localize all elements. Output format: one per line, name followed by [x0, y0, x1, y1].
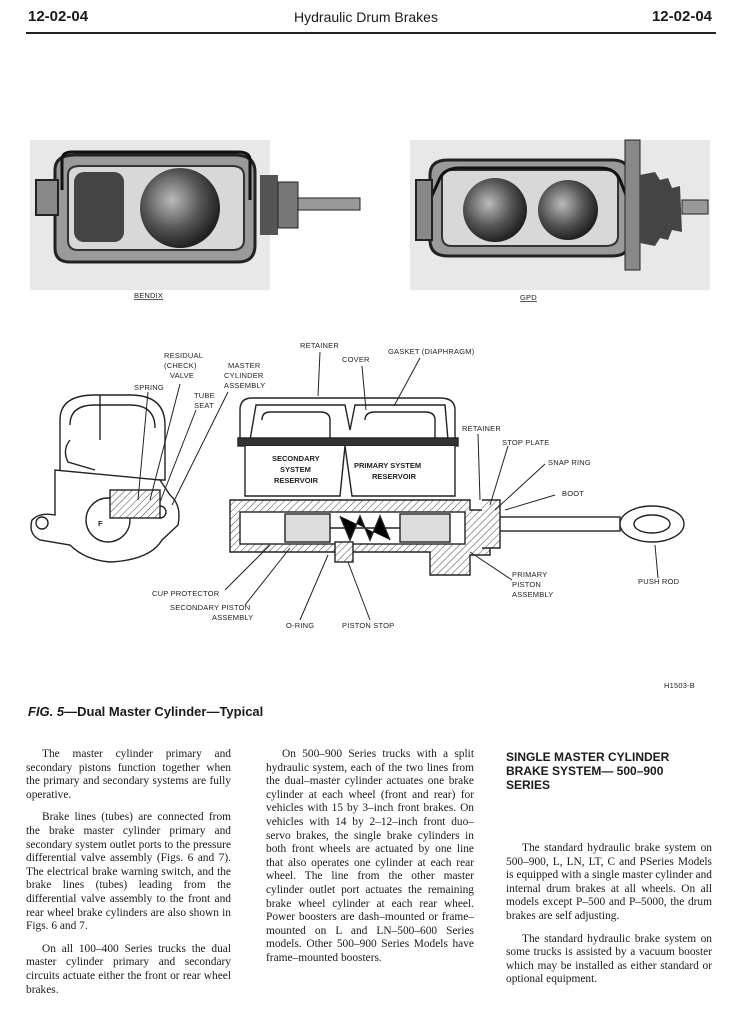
callout-secondary-piston-1: SECONDARY PISTON: [170, 603, 250, 612]
secondary-reservoir-1: SECONDARY: [272, 454, 320, 463]
callout-snap-ring: SNAP RING: [548, 458, 591, 467]
page-title: Hydraulic Drum Brakes: [294, 9, 438, 25]
callout-master-2: CYLINDER: [224, 371, 264, 380]
callout-master-3: ASSEMBLY: [224, 381, 265, 390]
primary-reservoir-2: RESERVOIR: [372, 472, 417, 481]
figure-caption: FIG. 5—Dual Master Cylinder—Typical: [28, 704, 263, 719]
cross-section-drawing: [229, 397, 685, 576]
leader-lines: [137, 351, 659, 621]
page-number-right: 12-02-04: [651, 8, 712, 25]
header-rule: [26, 32, 716, 34]
callout-primary-piston-1: PRIMARY: [512, 570, 547, 579]
paragraph: On all 100–400 Series trucks the dual ma…: [26, 942, 231, 996]
callout-residual-3: VALVE: [170, 371, 194, 380]
paragraph: The standard hydraulic brake system on 5…: [506, 842, 712, 922]
callout-secondary-piston-2: ASSEMBLY: [212, 613, 253, 622]
callout-tube-1: TUBE: [194, 391, 215, 400]
figure-caption-text: —Dual Master Cylinder—Typical: [64, 704, 264, 719]
gpd-cylinder-photo: [410, 139, 710, 290]
callout-primary-piston-3: ASSEMBLY: [512, 590, 553, 599]
callout-tube-2: SEAT: [194, 401, 214, 410]
bendix-label: BENDIX: [134, 291, 163, 300]
paragraph: The master cylinder primary and secondar…: [26, 748, 231, 801]
end-view-drawing: [30, 394, 180, 563]
callout-push-rod: PUSH ROD: [638, 577, 680, 586]
callout-gasket: GASKET (DIAPHRAGM): [388, 347, 475, 356]
bendix-cylinder-photo: [30, 140, 361, 290]
text-column-1: The master cylinder primary and secondar…: [26, 748, 231, 1006]
callout-master-1: MASTER: [228, 361, 261, 370]
callout-piston-stop: PISTON STOP: [342, 621, 394, 630]
heading-line-3: SERIES: [506, 778, 551, 792]
paragraph: Brake lines (tubes) are connected from t…: [26, 811, 231, 933]
heading-line-1: SINGLE MASTER CYLINDER: [506, 750, 670, 764]
paragraph: On 500–900 Series trucks with a split hy…: [266, 748, 474, 964]
paragraph: The standard hydraulic brake system on s…: [506, 932, 712, 986]
page-number-left: 12-02-04: [28, 8, 89, 25]
callout-cover: COVER: [342, 355, 370, 364]
secondary-reservoir-2: SYSTEM: [280, 465, 311, 474]
callout-stop-plate: STOP PLATE: [502, 438, 549, 447]
text-column-2: On 500–900 Series trucks with a split hy…: [266, 748, 474, 975]
callout-retainer-top: RETAINER: [300, 341, 339, 350]
master-cylinder-figure: BENDIX GPD F: [30, 139, 710, 690]
callout-retainer-right: RETAINER: [462, 424, 501, 433]
primary-reservoir-1: PRIMARY SYSTEM: [354, 461, 421, 470]
callout-spring: SPRING: [134, 383, 164, 392]
callout-primary-piston-2: PISTON: [512, 580, 541, 589]
callout-residual-1: RESIDUAL: [164, 351, 203, 360]
callout-residual-2: (CHECK): [164, 361, 197, 370]
figure-number: FIG. 5: [28, 704, 65, 719]
callout-cup-protector: CUP PROTECTOR: [152, 589, 220, 598]
secondary-reservoir-3: RESERVOIR: [274, 476, 319, 485]
figure-code: H1503-B: [664, 681, 695, 690]
callout-boot: BOOT: [562, 489, 584, 498]
gpd-label: GPD: [520, 293, 537, 302]
heading-line-2: BRAKE SYSTEM— 500–900: [506, 764, 664, 778]
callout-o-ring: O-RING: [286, 621, 314, 630]
f-mark: F: [98, 519, 103, 528]
